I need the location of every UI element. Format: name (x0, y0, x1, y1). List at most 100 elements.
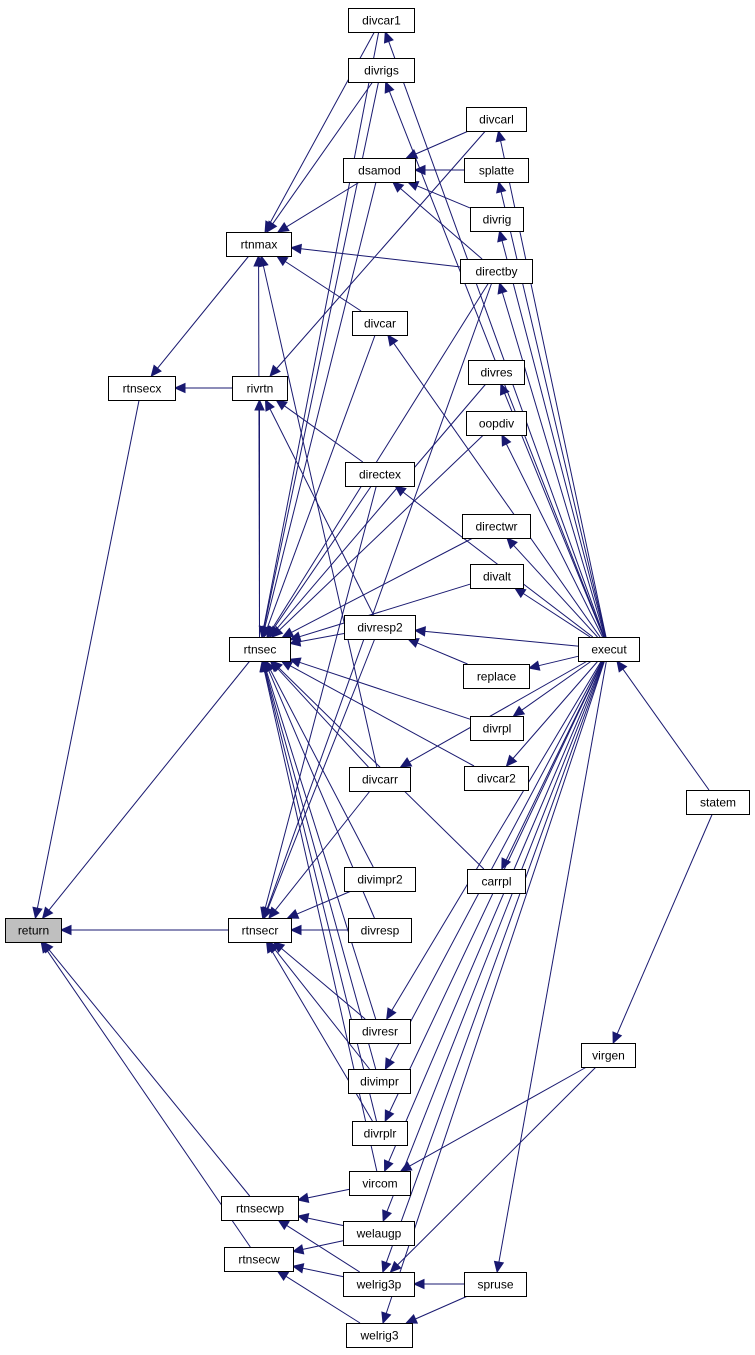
node-box (348, 58, 415, 83)
edge-arrowhead (391, 181, 405, 193)
edge-rtnsec-to-rivrtn (254, 398, 265, 637)
node-label: divres (480, 366, 512, 380)
edge-line (284, 405, 364, 463)
edge-line (274, 949, 370, 1070)
edge-divimpr-to-rtnsecr (268, 941, 370, 1070)
node-rtnmax[interactable]: rtnmax (226, 232, 292, 257)
node-box (349, 767, 411, 792)
edge-divrig-to-dsamod (406, 181, 471, 209)
node-welaugp[interactable]: welaugp (343, 1221, 415, 1246)
edge-execut-to-welrig3 (381, 660, 605, 1325)
node-divcar1[interactable]: divcar1 (348, 8, 415, 33)
node-divrigs[interactable]: divrigs (348, 58, 415, 83)
node-label: directex (359, 468, 401, 482)
node-divcar2[interactable]: divcar2 (464, 766, 529, 791)
edge-arrowhead (291, 1263, 305, 1274)
edge-line (501, 240, 606, 638)
node-divresp2[interactable]: divresp2 (344, 615, 416, 640)
node-box (467, 869, 526, 894)
edge-arrowhead (505, 754, 518, 767)
node-divrplr[interactable]: divrplr (352, 1121, 408, 1146)
edge-line (265, 670, 377, 1070)
edge-arrowhead (275, 399, 288, 411)
node-box (348, 918, 412, 943)
node-box (228, 918, 292, 943)
node-execut[interactable]: execut (578, 637, 640, 662)
node-virgen[interactable]: virgen (581, 1043, 636, 1068)
node-label: divresr (362, 1025, 398, 1039)
edge-spruse-to-welrig3 (405, 1295, 468, 1324)
edge-execut-to-directex (394, 485, 594, 638)
node-rtnsec[interactable]: rtnsec (229, 637, 291, 662)
node-divres[interactable]: divres (468, 360, 525, 385)
node-box (349, 1019, 411, 1044)
node-label: oopdiv (479, 417, 514, 431)
node-rtnsecx[interactable]: rtnsecx (108, 376, 176, 401)
edge-line (389, 660, 603, 1061)
node-box (348, 8, 415, 33)
node-divimpr[interactable]: divimpr (348, 1069, 411, 1094)
edge-line (285, 261, 362, 312)
node-divresp[interactable]: divresp (348, 918, 412, 943)
node-return[interactable]: return (5, 918, 62, 943)
edge-line (276, 130, 486, 369)
node-divresr[interactable]: divresr (349, 1019, 411, 1044)
node-vircom[interactable]: vircom (349, 1171, 411, 1196)
node-box (352, 1121, 408, 1146)
node-divcar[interactable]: divcar (352, 311, 408, 336)
node-oopdiv[interactable]: oopdiv (466, 411, 527, 436)
edge-line (269, 408, 374, 616)
node-label: vircom (362, 1177, 397, 1191)
node-label: divrigs (364, 64, 399, 78)
node-carrpl[interactable]: carrpl (467, 869, 526, 894)
edge-line (513, 545, 598, 638)
edge-line (296, 890, 352, 915)
node-label: divresp2 (357, 621, 403, 635)
node-directby[interactable]: directby (460, 259, 533, 284)
edge-arrowhead (264, 398, 275, 412)
edge-arrowhead (276, 1270, 290, 1282)
node-rtnsecr[interactable]: rtnsecr (228, 918, 292, 943)
node-divcarl[interactable]: divcarl (466, 107, 527, 132)
node-box (5, 918, 62, 943)
edge-line (46, 949, 251, 1248)
edge-arrowhead (383, 1159, 394, 1173)
edge-line (272, 81, 374, 225)
edge-line (302, 1267, 344, 1278)
edge-directby-to-rtnsec (266, 282, 489, 639)
node-dsamod[interactable]: dsamod (343, 158, 416, 183)
node-welrig3p[interactable]: welrig3p (343, 1272, 415, 1297)
node-divrpl[interactable]: divrpl (470, 716, 524, 741)
node-label: divimpr (360, 1075, 399, 1089)
edge-arrowhead (275, 255, 289, 267)
edge-arrowhead (527, 660, 541, 671)
node-label: splatte (479, 164, 515, 178)
edge-line (269, 669, 374, 868)
edge-arrowhead (387, 334, 399, 347)
node-splatte[interactable]: splatte (464, 158, 529, 183)
node-spruse[interactable]: spruse (464, 1272, 527, 1297)
node-rtnsecw[interactable]: rtnsecw (224, 1247, 294, 1272)
edge-virgen-to-welrig3p (389, 1066, 597, 1273)
node-statem[interactable]: statem (686, 790, 750, 815)
node-divimpr2[interactable]: divimpr2 (344, 867, 416, 892)
edge-line (415, 1295, 468, 1320)
node-replace[interactable]: replace (463, 664, 530, 689)
node-rivrtn[interactable]: rivrtn (232, 376, 288, 401)
edge-directby-to-rtnsecr (262, 282, 493, 920)
node-welrig3[interactable]: welrig3 (346, 1323, 413, 1348)
edge-execut-to-divcar1 (383, 30, 605, 638)
node-directwr[interactable]: directwr (462, 514, 531, 539)
edge-line (274, 790, 371, 911)
node-divrig[interactable]: divrig (470, 207, 524, 232)
edge-arrowhead (399, 757, 413, 768)
node-box (221, 1196, 299, 1221)
node-divalt[interactable]: divalt (470, 564, 524, 589)
node-divcarr[interactable]: divcarr (349, 767, 411, 792)
edge-arrowhead (405, 1313, 419, 1324)
edge-line (416, 185, 471, 209)
node-directex[interactable]: directex (345, 462, 415, 487)
node-rtnsecwp[interactable]: rtnsecwp (221, 1196, 299, 1221)
edge-divresp-to-rtnsecr (289, 924, 348, 936)
